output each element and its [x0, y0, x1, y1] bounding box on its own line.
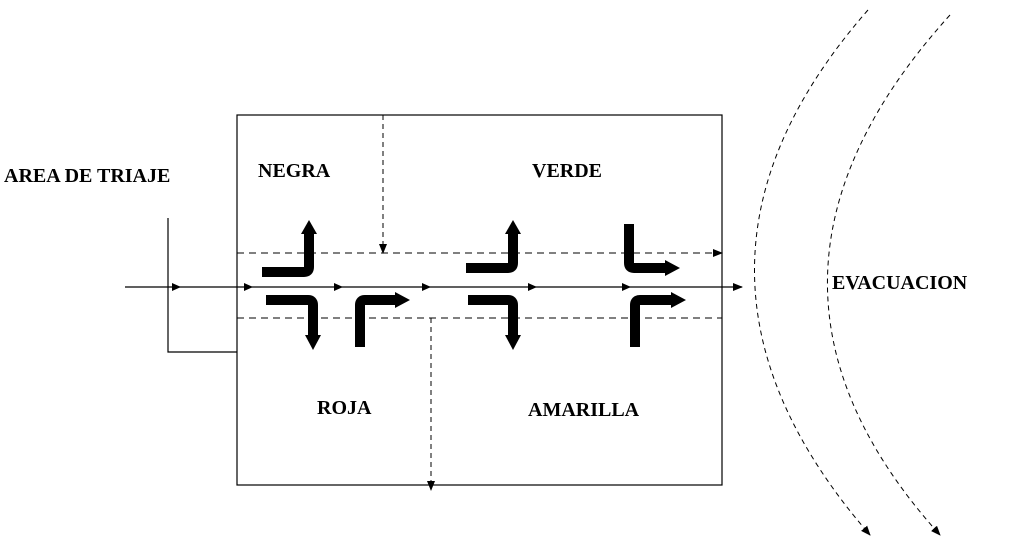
- turn-arrow-to-green-zone: [466, 220, 521, 273]
- turn-arrow-to-yellow-zone: [468, 295, 521, 350]
- turn-arrow-to-black-zone: [262, 220, 317, 277]
- turn-arrow-from-green-zone: [624, 224, 680, 276]
- black-zone-label: NEGRA: [258, 160, 331, 182]
- zone-box: [236, 114, 723, 486]
- evacuation-arc-outer: [827, 14, 951, 536]
- turn-arrow-to-red-zone-down: [266, 295, 321, 350]
- green-zone-label: VERDE: [532, 160, 602, 182]
- triage-connector-line: [167, 218, 237, 353]
- main-flow-tick-marks: [172, 283, 631, 291]
- red-zone-label: ROJA: [317, 397, 372, 419]
- triage-area-label: AREA DE TRIAJE: [4, 165, 170, 187]
- evacuation-label: EVACUACION: [832, 272, 968, 294]
- yellow-zone-label: AMARILLA: [528, 399, 640, 421]
- evacuation-arc-inner: [754, 9, 871, 536]
- turn-arrow-from-yellow-zone: [630, 292, 686, 347]
- turn-arrow-from-red-zone: [355, 292, 410, 347]
